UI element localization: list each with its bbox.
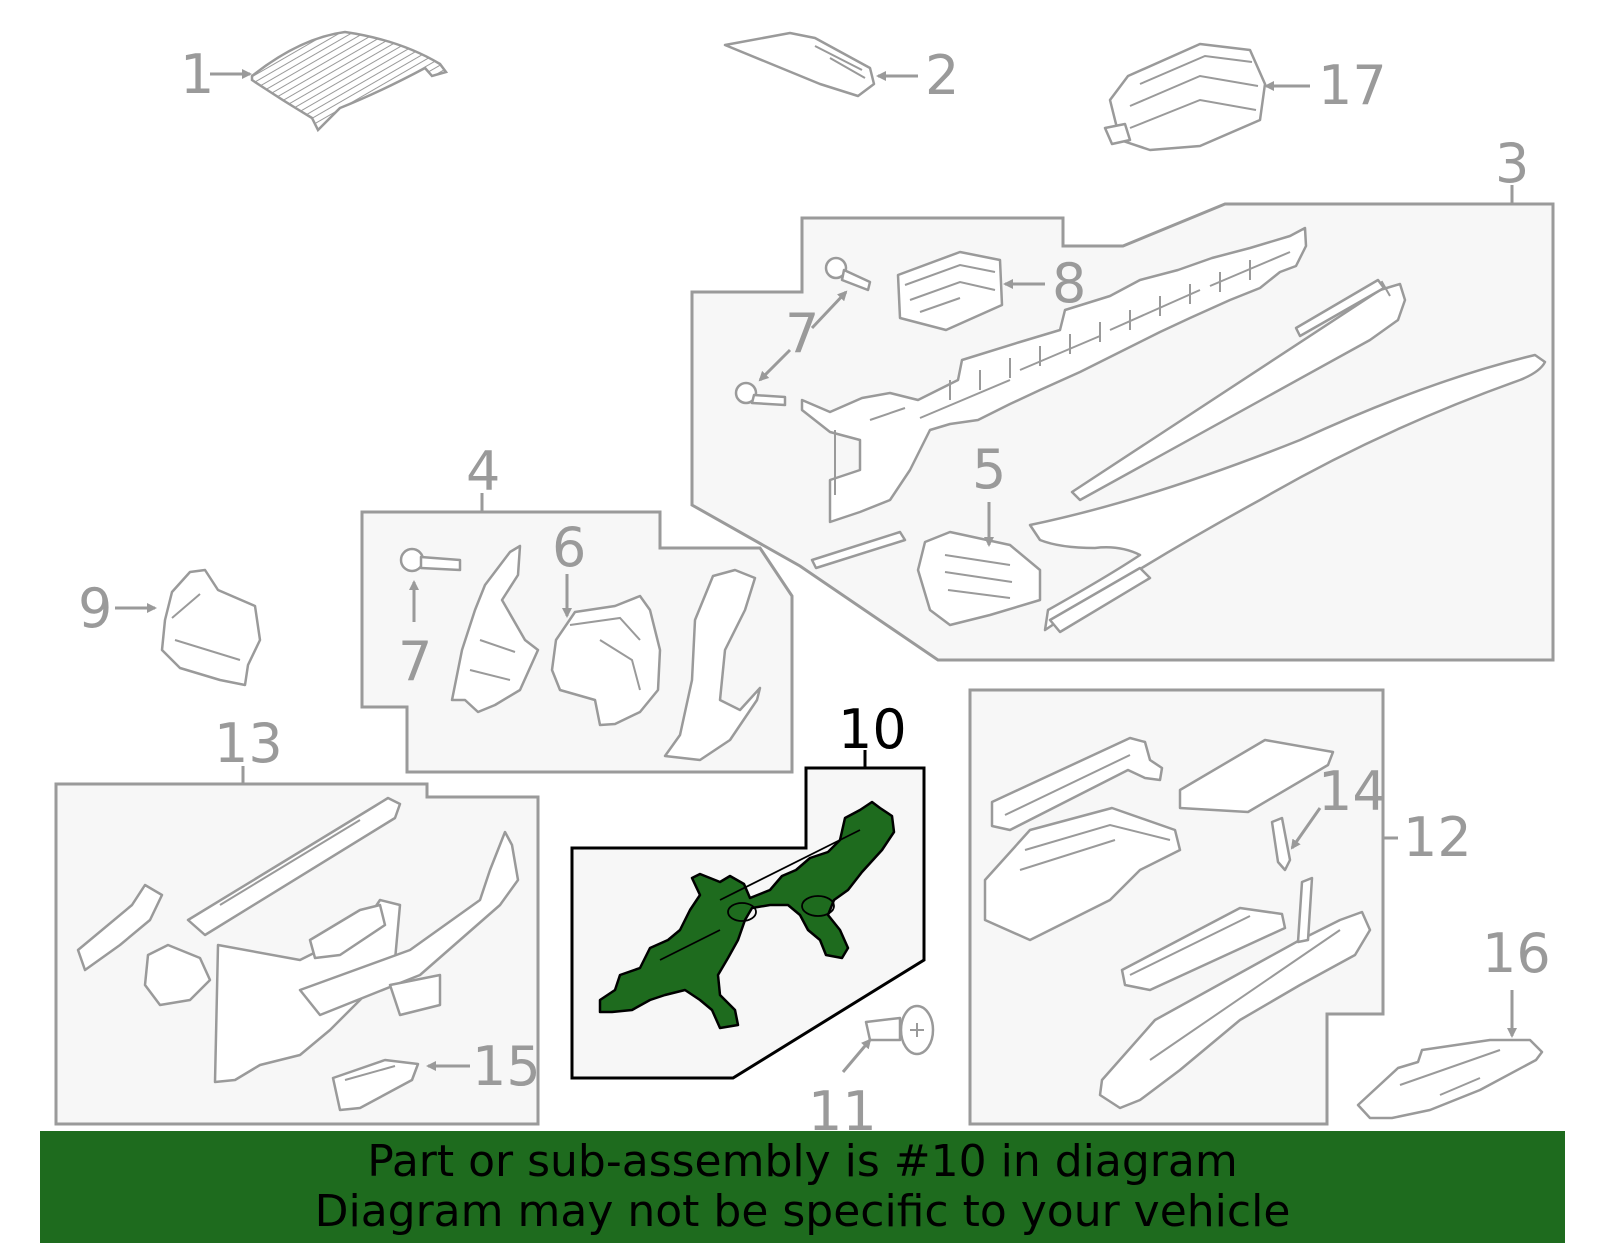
part-8-switch	[896, 250, 1004, 332]
callout-15: 15	[472, 1035, 541, 1098]
callout-14: 14	[1318, 760, 1387, 823]
part-15-latch	[331, 1058, 420, 1112]
dash-trim-strip	[1070, 278, 1407, 502]
callout-17: 17	[1318, 54, 1387, 117]
part-4-bracket	[450, 544, 540, 714]
part-14-pin	[1270, 816, 1292, 872]
part-5-air-vent	[810, 530, 1042, 627]
part-info-banner: Part or sub-assembly is #10 in diagram D…	[40, 1131, 1565, 1243]
callout-8: 8	[1052, 252, 1086, 315]
callout-12: 12	[1403, 806, 1472, 869]
part-9-cover	[160, 568, 262, 687]
part-2-panel	[723, 31, 876, 98]
part-13-glovebox-parts	[76, 796, 520, 1084]
part-11-clip	[864, 1004, 935, 1056]
part-16-bracket	[1356, 1038, 1544, 1120]
callout-10: 10	[838, 698, 907, 761]
dash-carrier-part	[800, 226, 1308, 524]
part-12-glovebox-assembly	[983, 736, 1372, 1110]
callout-13: 13	[214, 712, 283, 775]
part-4-side-trim	[663, 568, 762, 762]
callout-5: 5	[972, 438, 1006, 501]
callout-3: 3	[1495, 132, 1529, 195]
callout-6: 6	[552, 516, 586, 579]
part-10-support-bracket[interactable]	[598, 800, 896, 1030]
part-6-duct	[550, 594, 662, 727]
group-box-13	[54, 766, 540, 1126]
part-1-trim-cover	[250, 30, 449, 133]
banner-line-2: Diagram may not be specific to your vehi…	[314, 1186, 1291, 1237]
callout-16: 16	[1482, 922, 1551, 985]
dash-lower-panel	[1028, 353, 1547, 634]
screw-7-upper	[734, 256, 872, 407]
callout-2: 2	[925, 44, 959, 107]
banner-line-1: Part or sub-assembly is #10 in diagram	[367, 1136, 1238, 1187]
screw-7-lower	[399, 547, 462, 573]
callout-7-lower: 7	[398, 630, 432, 693]
callout-4: 4	[466, 440, 500, 503]
callout-1: 1	[180, 43, 214, 106]
callout-7-upper: 7	[785, 302, 819, 365]
part-17-airbag-module	[1103, 42, 1267, 152]
callout-9: 9	[78, 577, 112, 640]
